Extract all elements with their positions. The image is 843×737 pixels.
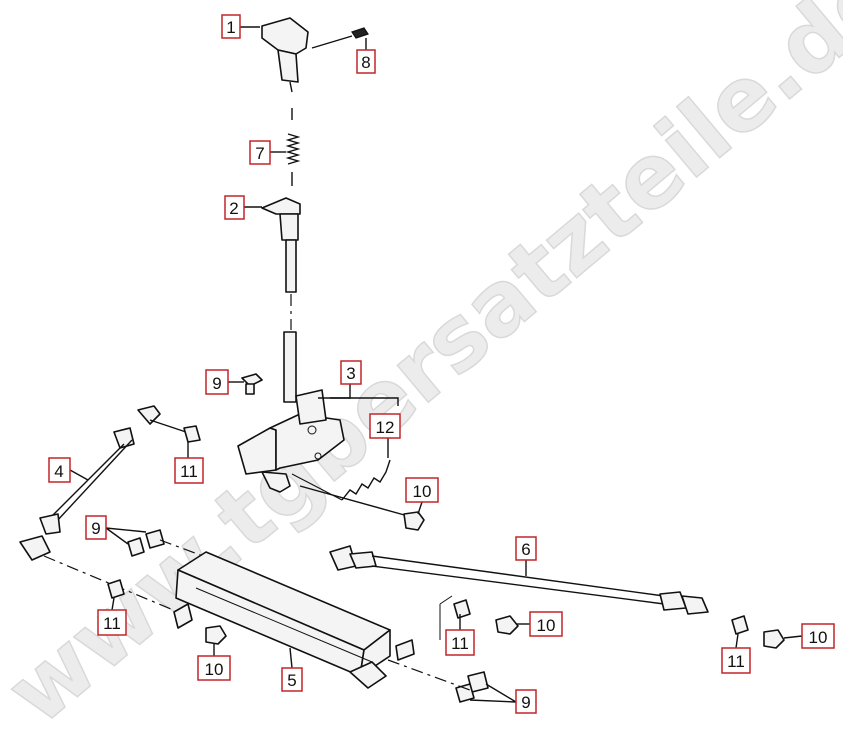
svg-text:11: 11	[180, 462, 198, 481]
part-11-clip-a	[183, 425, 201, 443]
svg-text:10: 10	[809, 628, 828, 647]
part-9-bolts-lower	[387, 659, 489, 703]
callout-10-right: 10	[801, 623, 835, 649]
svg-text:12: 12	[376, 418, 395, 437]
svg-text:7: 7	[255, 144, 264, 163]
part-4-shift-link-rod	[19, 405, 187, 613]
svg-text:6: 6	[521, 540, 530, 559]
callout-6: 6	[515, 536, 537, 561]
callout-8: 8	[356, 49, 376, 74]
svg-text:10: 10	[205, 660, 224, 679]
part-11-clip-d	[731, 615, 749, 635]
part-11-clip-c	[439, 595, 471, 640]
shift-lever-rod	[283, 239, 297, 403]
svg-text:3: 3	[346, 364, 355, 383]
svg-text:10: 10	[537, 616, 556, 635]
callout-10-middle: 10	[529, 611, 563, 637]
svg-text:9: 9	[212, 374, 221, 393]
callout-9-lower: 9	[515, 689, 537, 714]
part-8-screw	[311, 27, 369, 49]
svg-text:9: 9	[91, 519, 100, 538]
part-10-nut-left	[205, 625, 227, 645]
part-10-nut-center	[299, 485, 425, 531]
callout-10-left: 10	[197, 655, 231, 681]
callout-9-left: 9	[85, 515, 107, 540]
svg-text:8: 8	[361, 53, 370, 72]
callout-11-a: 11	[174, 457, 204, 484]
part-10-nut-middle	[495, 615, 519, 635]
part-10-nut-right	[763, 629, 785, 649]
svg-text:4: 4	[54, 462, 63, 481]
svg-text:11: 11	[727, 652, 745, 671]
svg-text:1: 1	[226, 18, 235, 37]
part-6-select-rod	[329, 545, 709, 615]
callout-11-b: 11	[97, 609, 127, 636]
callout-11-c: 11	[445, 629, 475, 656]
part-9-bolts-left	[127, 529, 231, 567]
part-1-shift-knob	[261, 17, 309, 93]
svg-text:5: 5	[287, 671, 296, 690]
svg-text:9: 9	[521, 693, 530, 712]
part-11-clip-b	[107, 579, 125, 599]
svg-text:2: 2	[229, 199, 238, 218]
callout-4: 4	[48, 457, 71, 483]
callout-11-d: 11	[721, 647, 751, 674]
part-5-shaft-housing	[173, 551, 415, 689]
part-2-collar	[261, 197, 301, 241]
svg-text:11: 11	[103, 614, 121, 633]
part-3-lever-bracket	[237, 389, 345, 493]
callout-7: 7	[249, 140, 271, 165]
part-7-spring	[285, 108, 301, 186]
callout-9-upper: 9	[205, 369, 229, 395]
callout-1: 1	[221, 14, 241, 39]
leader-lines	[69, 26, 803, 703]
part-9-bolt-upper	[241, 373, 263, 395]
svg-text:10: 10	[413, 482, 432, 501]
callout-12: 12	[369, 413, 401, 439]
callout-3: 3	[340, 360, 362, 385]
callout-10-center: 10	[405, 477, 439, 503]
svg-text:11: 11	[451, 634, 469, 653]
callout-5: 5	[281, 667, 303, 692]
callout-2: 2	[224, 195, 245, 220]
